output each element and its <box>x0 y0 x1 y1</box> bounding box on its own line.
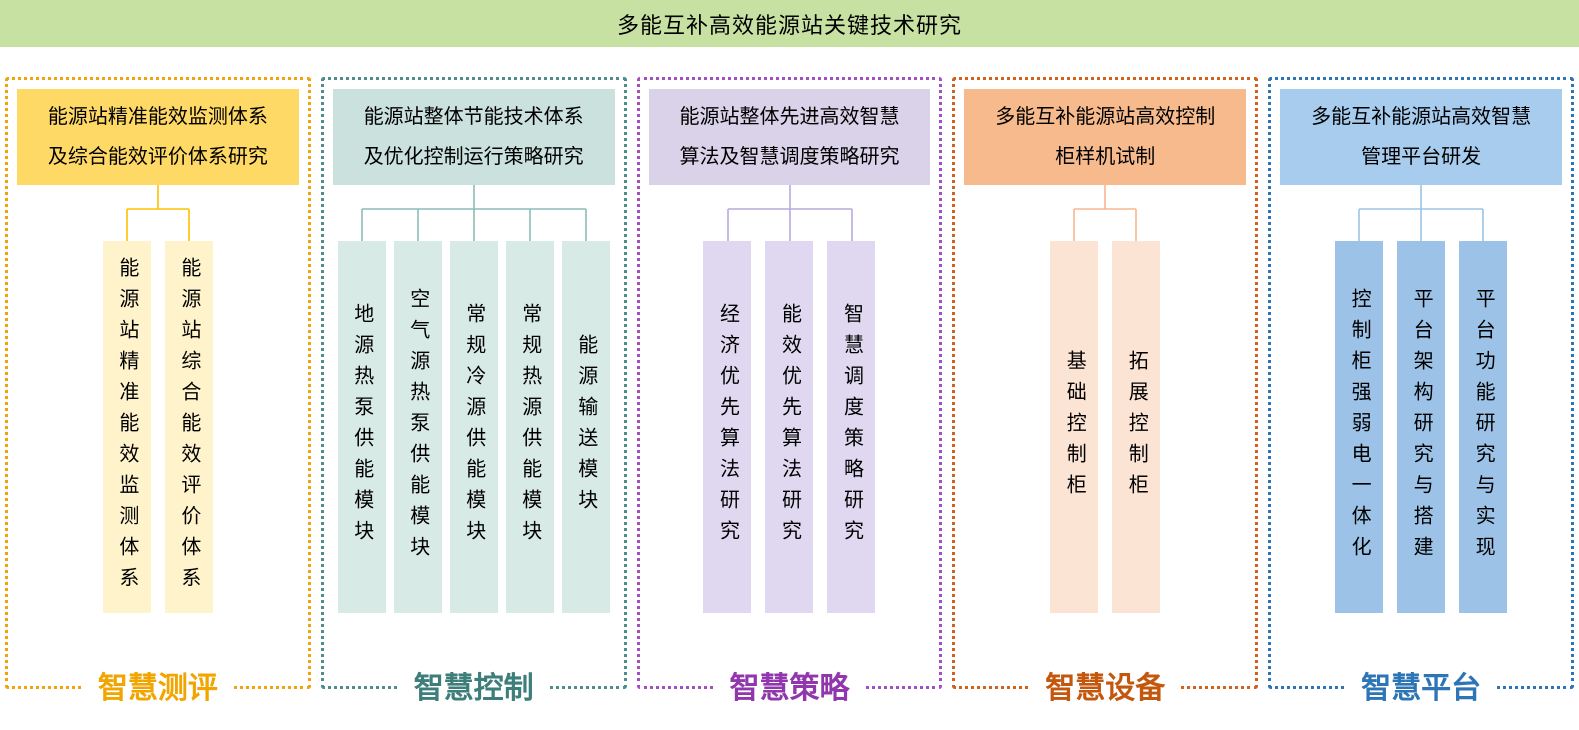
items-row: 控制柜强弱电一体化 平台架构研究与搭建 平台功能研究与实现 <box>1280 241 1562 613</box>
header-line: 管理平台研发 <box>1361 146 1482 168</box>
item-box: 能源站精准能效监测体系 <box>102 241 151 613</box>
header-line: 能源站精准能效监测体系 <box>47 106 268 128</box>
column-label: 智慧平台 <box>1347 669 1496 708</box>
diagram-title-banner: 多能互补高效能源站关键技术研究 <box>0 0 1579 47</box>
item-text: 基础控制柜 <box>1063 349 1086 505</box>
item-text: 平台架构研究与搭建 <box>1410 287 1433 567</box>
item-box: 常规冷源供能模块 <box>449 241 498 613</box>
item-text: 地源热泵供能模块 <box>350 303 373 551</box>
column-smart-strategy: 能源站整体先进高效智慧算法及智慧调度策略研究经济优先算法研究能效优先算法研究智慧… <box>636 77 943 708</box>
connector-lines <box>333 185 615 241</box>
header-line: 及优化控制运行策略研究 <box>363 146 584 168</box>
item-box: 空气源热泵供能模块 <box>393 241 442 613</box>
item-box: 基础控制柜 <box>1050 241 1099 613</box>
column-label: 智慧测评 <box>83 669 232 708</box>
column-label: 智慧策略 <box>715 669 864 708</box>
item-box: 控制柜强弱电一体化 <box>1335 241 1384 613</box>
item-text: 能效优先算法研究 <box>778 303 801 551</box>
connector-lines <box>1280 185 1562 241</box>
item-box: 智慧调度策略研究 <box>827 241 876 613</box>
header-line: 及综合能效评价体系研究 <box>47 146 268 168</box>
diagram-title: 多能互补高效能源站关键技术研究 <box>616 12 962 38</box>
header-line: 算法及智慧调度策略研究 <box>679 146 900 168</box>
items-row: 经济优先算法研究 能效优先算法研究 智慧调度策略研究 <box>649 241 931 613</box>
column-header: 能源站整体节能技术体系及优化控制运行策略研究 <box>332 89 615 185</box>
item-text: 空气源热泵供能模块 <box>406 287 429 567</box>
item-text: 能源站精准能效监测体系 <box>115 256 138 598</box>
connector-lines <box>964 185 1246 241</box>
column-label: 智慧控制 <box>399 669 548 708</box>
item-text: 控制柜强弱电一体化 <box>1348 287 1371 567</box>
header-line: 多能互补能源站高效智慧 <box>1311 106 1532 128</box>
item-text: 经济优先算法研究 <box>716 303 739 551</box>
item-text: 常规冷源供能模块 <box>462 303 485 551</box>
item-box: 能效优先算法研究 <box>765 241 814 613</box>
column-label: 智慧设备 <box>1031 669 1180 708</box>
header-line: 能源站整体先进高效智慧 <box>679 106 900 128</box>
column-smart-evaluation: 能源站精准能效监测体系及综合能效评价体系研究能源站精准能效监测体系能源站综合能效… <box>5 77 311 708</box>
column-header: 能源站整体先进高效智慧算法及智慧调度策略研究 <box>648 89 931 185</box>
item-box: 拓展控制柜 <box>1112 241 1161 613</box>
connector-lines <box>17 185 299 241</box>
item-text: 平台功能研究与实现 <box>1472 287 1495 567</box>
item-box: 经济优先算法研究 <box>703 241 752 613</box>
column-smart-control: 能源站整体节能技术体系及优化控制运行策略研究地源热泵供能模块 空气源热泵供能模块 常… <box>320 77 627 708</box>
item-box: 能源站综合能效评价体系 <box>164 241 213 613</box>
diagram-root: 多能互补高效能源站关键技术研究 能源站精准能效监测体系及综合能效评价体系研究能源… <box>0 0 1579 708</box>
items-row: 基础控制柜 拓展控制柜 <box>964 241 1246 613</box>
column-header: 能源站精准能效监测体系及综合能效评价体系研究 <box>17 89 299 185</box>
column-smart-platform: 多能互补能源站高效智慧管理平台研发控制柜强弱电一体化 平台架构研究与搭建 平台功能研… <box>1268 77 1574 708</box>
column-smart-equipment: 多能互补能源站高效控制柜样机试制基础控制柜 拓展控制柜智慧设备 <box>952 77 1259 708</box>
item-box: 地源热泵供能模块 <box>337 241 386 613</box>
item-text: 智慧调度策略研究 <box>840 303 863 551</box>
item-box: 常规热源供能模块 <box>505 241 554 613</box>
column-header: 多能互补能源站高效控制柜样机试制 <box>964 89 1247 185</box>
item-text: 拓展控制柜 <box>1125 349 1148 505</box>
header-line: 多能互补能源站高效控制 <box>995 106 1216 128</box>
item-text: 常规热源供能模块 <box>518 303 541 551</box>
item-text: 能源输送模块 <box>574 334 597 520</box>
column-header: 多能互补能源站高效智慧管理平台研发 <box>1280 89 1562 185</box>
items-row: 地源热泵供能模块 空气源热泵供能模块 常规冷源供能模块 常规热源供能模块 能源输送模块 <box>333 241 615 613</box>
item-text: 能源站综合能效评价体系 <box>177 256 200 598</box>
connector-lines <box>649 185 931 241</box>
item-box: 平台架构研究与搭建 <box>1397 241 1446 613</box>
item-box: 平台功能研究与实现 <box>1459 241 1508 613</box>
items-row: 能源站精准能效监测体系 能源站综合能效评价体系 <box>17 241 299 613</box>
item-box: 能源输送模块 <box>561 241 610 613</box>
header-line: 能源站整体节能技术体系 <box>363 106 584 128</box>
columns-container: 能源站精准能效监测体系及综合能效评价体系研究能源站精准能效监测体系能源站综合能效… <box>0 47 1579 708</box>
header-line: 柜样机试制 <box>1055 146 1156 168</box>
